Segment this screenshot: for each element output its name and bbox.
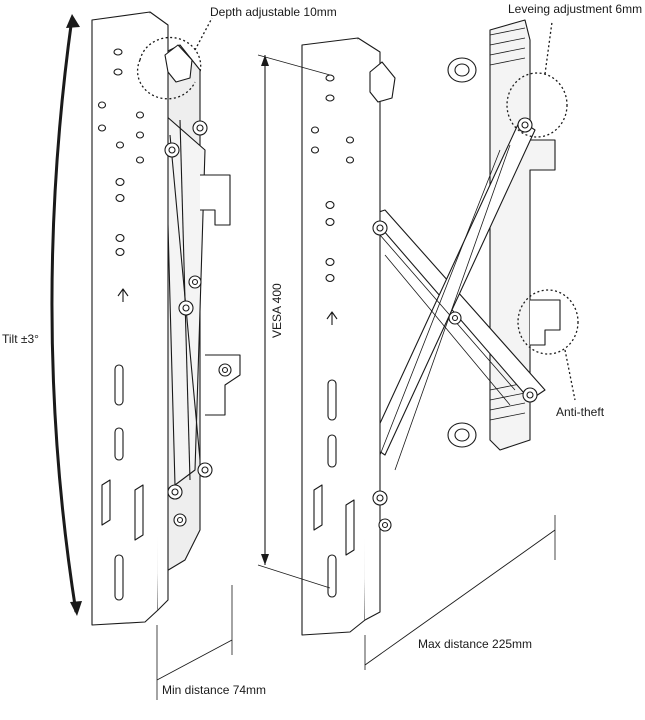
vesa-label: VESA 400 <box>270 283 284 338</box>
right-bracket <box>301 19 561 636</box>
depth-callout <box>139 36 202 73</box>
tilt-label: Tilt ±3° <box>2 332 39 346</box>
leveling-label: Leveing adjustment 6mm <box>508 2 643 16</box>
leveling-callout <box>506 72 568 138</box>
anti-theft-callout <box>517 289 579 355</box>
anti-theft-label: Anti-theft <box>556 405 605 419</box>
min-distance-line <box>156 639 233 681</box>
min-distance-label: Min distance 74mm <box>162 683 267 697</box>
depth-label: Depth adjustable 10mm <box>210 5 337 19</box>
tilt-arc <box>50 17 78 613</box>
left-bracket <box>91 11 241 626</box>
right-front-rail <box>301 37 366 636</box>
max-distance-line <box>364 529 556 666</box>
max-distance-label: Max distance 225mm <box>418 637 533 651</box>
